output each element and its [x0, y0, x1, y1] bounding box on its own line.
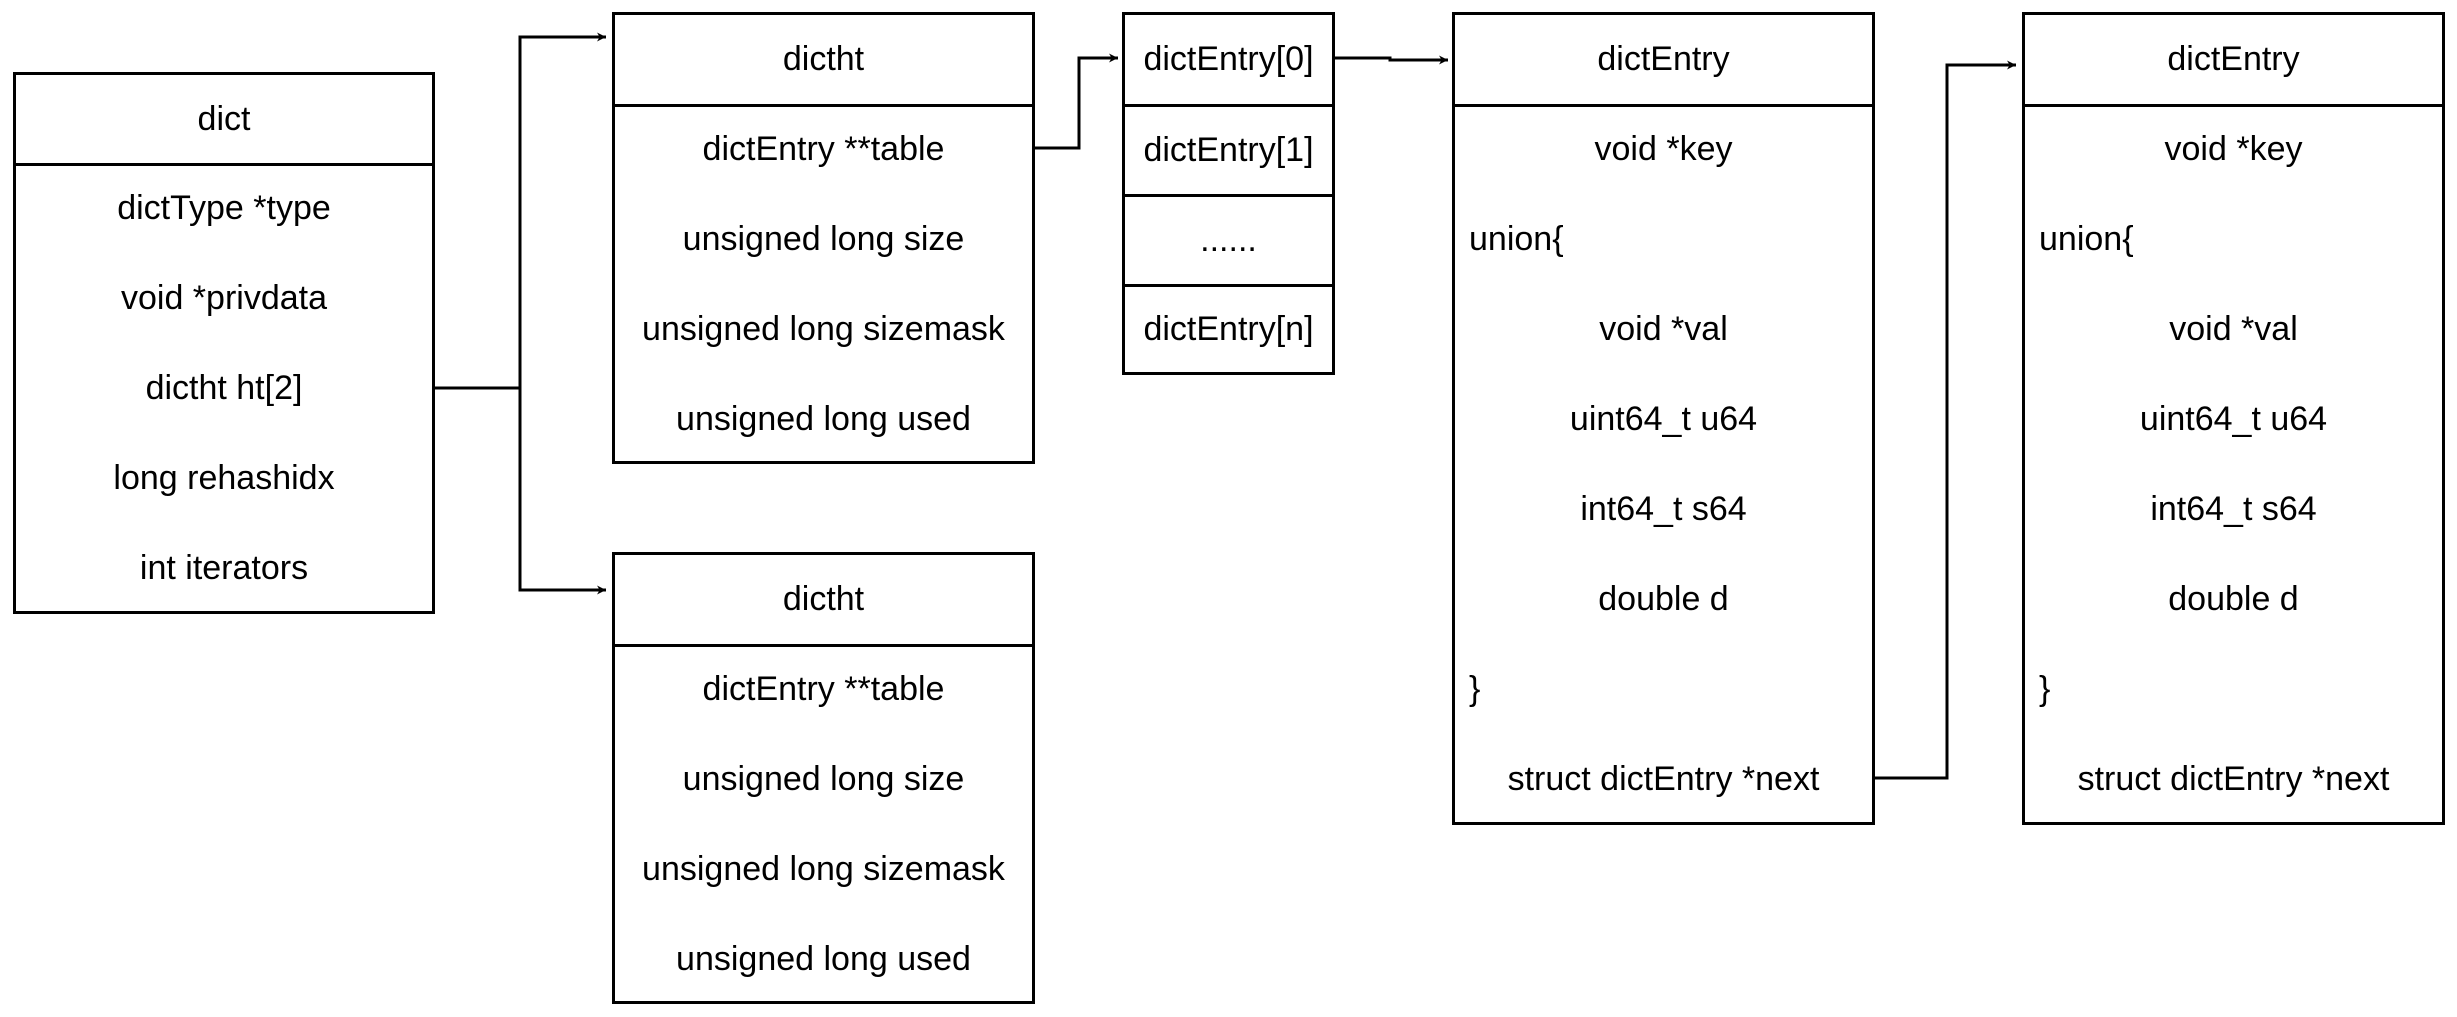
table-cell-0: dictEntry[0]	[1125, 15, 1332, 107]
table-cell-n: dictEntry[n]	[1143, 310, 1314, 348]
dict-entry-2-field-next: struct dictEntry *next	[2077, 759, 2390, 798]
dict-entry-2-field-key: void *key	[2164, 129, 2303, 168]
arrow-table-to-array	[1035, 53, 1118, 150]
arrow-entry0-to-dict-entry-1	[1335, 55, 1448, 65]
dict-field-iterators: int iterators	[139, 548, 309, 587]
dict-struct-box: dict dictType *type void *privdata dicth…	[13, 72, 435, 614]
dictht-top-field-used: unsigned long used	[676, 399, 971, 438]
dict-entry-1-field-key: void *key	[1594, 129, 1733, 168]
dict-entry-2-union-open: union{	[2039, 219, 2134, 258]
dictht-top-title: dictht	[615, 15, 1032, 107]
dict-entry-1-field-next: struct dictEntry *next	[1507, 759, 1820, 798]
dict-field-type: dictType *type	[117, 188, 331, 227]
dictht-bottom-field-used: unsigned long used	[676, 939, 971, 978]
dict-field-privdata: void *privdata	[120, 278, 327, 317]
dict-entry-1-field-d: double d	[1598, 579, 1729, 618]
dictht-top-field-size: unsigned long size	[682, 219, 965, 258]
dict-entry-2-box: dictEntry void *key union{ void *val uin…	[2022, 12, 2445, 825]
dict-struct-title: dict	[16, 75, 432, 166]
arrow-next-to-dict-entry-2	[1875, 60, 2016, 780]
dict-entry-1-box: dictEntry void *key union{ void *val uin…	[1452, 12, 1875, 825]
dict-entry-2-field-u64: uint64_t u64	[2139, 399, 2328, 438]
dict-entry-2-field-s64: int64_t s64	[2150, 489, 2317, 528]
dictht-bottom-field-sizemask: unsigned long sizemask	[642, 849, 1005, 888]
table-array-box: dictEntry[0] dictEntry[1] ...... dictEnt…	[1122, 12, 1335, 375]
dict-field-ht: dictht ht[2]	[145, 368, 303, 407]
dict-entry-1-title: dictEntry	[1455, 15, 1872, 107]
dict-entry-1-union-close: }	[1469, 669, 1481, 708]
arrow-ht-to-dictht-bottom	[518, 388, 606, 595]
dictht-top-field-table: dictEntry **table	[702, 129, 945, 168]
dict-entry-1-field-s64: int64_t s64	[1580, 489, 1747, 528]
arrow-ht-to-dictht-top	[435, 32, 606, 390]
dict-entry-2-field-val: void *val	[2169, 309, 2298, 348]
dictht-bottom-box: dictht dictEntry **table unsigned long s…	[612, 552, 1035, 1004]
table-cell-ellipsis: ......	[1125, 197, 1332, 287]
dictht-top-field-sizemask: unsigned long sizemask	[642, 309, 1005, 348]
dict-entry-2-union-close: }	[2039, 669, 2051, 708]
dict-entry-2-field-d: double d	[2168, 579, 2299, 618]
dict-entry-2-title: dictEntry	[2025, 15, 2442, 107]
dict-entry-1-field-u64: uint64_t u64	[1569, 399, 1758, 438]
dict-field-rehashidx: long rehashidx	[113, 458, 335, 497]
dictht-top-box: dictht dictEntry **table unsigned long s…	[612, 12, 1035, 464]
dictht-bottom-title: dictht	[615, 555, 1032, 647]
table-cell-1: dictEntry[1]	[1125, 107, 1332, 197]
dict-entry-1-field-val: void *val	[1599, 309, 1728, 348]
dict-entry-1-union-open: union{	[1469, 219, 1564, 258]
dictht-bottom-field-size: unsigned long size	[682, 759, 965, 798]
dictht-bottom-field-table: dictEntry **table	[702, 669, 945, 708]
